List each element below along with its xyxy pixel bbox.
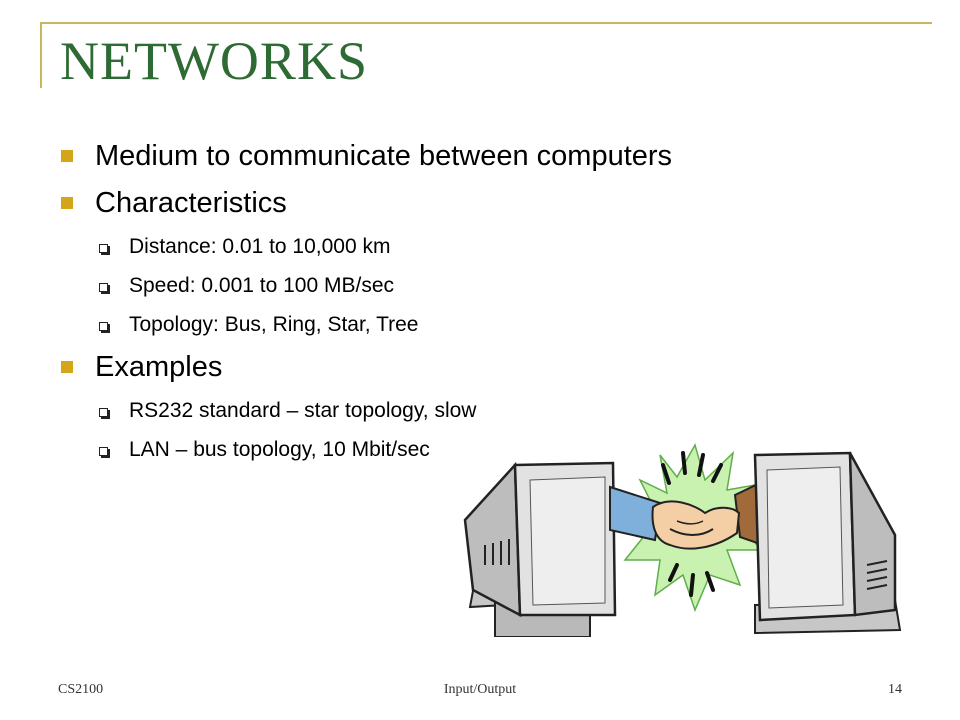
bullet-item: Characteristics [58, 181, 778, 228]
slide-title: NETWORKS [60, 31, 368, 91]
sub-bullet-text: Topology: Bus, Ring, Star, Tree [129, 313, 419, 336]
bullet-item: Examples [58, 345, 778, 392]
square-bullet-icon [61, 150, 73, 162]
footer-course: CS2100 [58, 682, 104, 697]
sub-bullet-item: RS232 standard – star topology, slow [58, 392, 778, 431]
hollow-square-bullet-icon [99, 447, 108, 456]
bullet-text: Examples [95, 351, 223, 383]
frame-left-rule [40, 22, 42, 88]
footer-topic: Input/Output [443, 682, 517, 697]
square-bullet-icon [61, 197, 73, 209]
bullet-text: Medium to communicate between computers [95, 140, 673, 172]
bullet-item: Medium to communicate between computers [58, 134, 778, 181]
sub-bullet-text: LAN – bus topology, 10 Mbit/sec [129, 438, 430, 461]
square-bullet-icon [61, 361, 73, 373]
left-computer [463, 461, 617, 637]
computers-handshake-illustration [463, 443, 902, 637]
sub-bullet-text: Distance: 0.01 to 10,000 km [129, 235, 391, 258]
frame-top-rule [40, 22, 932, 24]
footer-page-number: 14 [888, 682, 902, 697]
handshake [609, 481, 765, 550]
hollow-square-bullet-icon [99, 283, 108, 292]
sub-bullet-item: Topology: Bus, Ring, Star, Tree [58, 306, 778, 345]
bullet-list: Medium to communicate between computers … [58, 134, 778, 470]
sub-bullet-item: Distance: 0.01 to 10,000 km [58, 228, 778, 267]
hollow-square-bullet-icon [99, 322, 108, 331]
sub-bullet-text: RS232 standard – star topology, slow [129, 399, 477, 422]
burst-lines [661, 451, 723, 597]
sub-bullet-text: Speed: 0.001 to 100 MB/sec [129, 274, 395, 297]
sub-bullet-item: LAN – bus topology, 10 Mbit/sec [58, 431, 778, 470]
hollow-square-bullet-icon [99, 244, 108, 253]
bullet-text: Characteristics [95, 187, 287, 219]
hollow-square-bullet-icon [99, 408, 108, 417]
sub-bullet-item: Speed: 0.001 to 100 MB/sec [58, 267, 778, 306]
right-computer [753, 451, 902, 635]
